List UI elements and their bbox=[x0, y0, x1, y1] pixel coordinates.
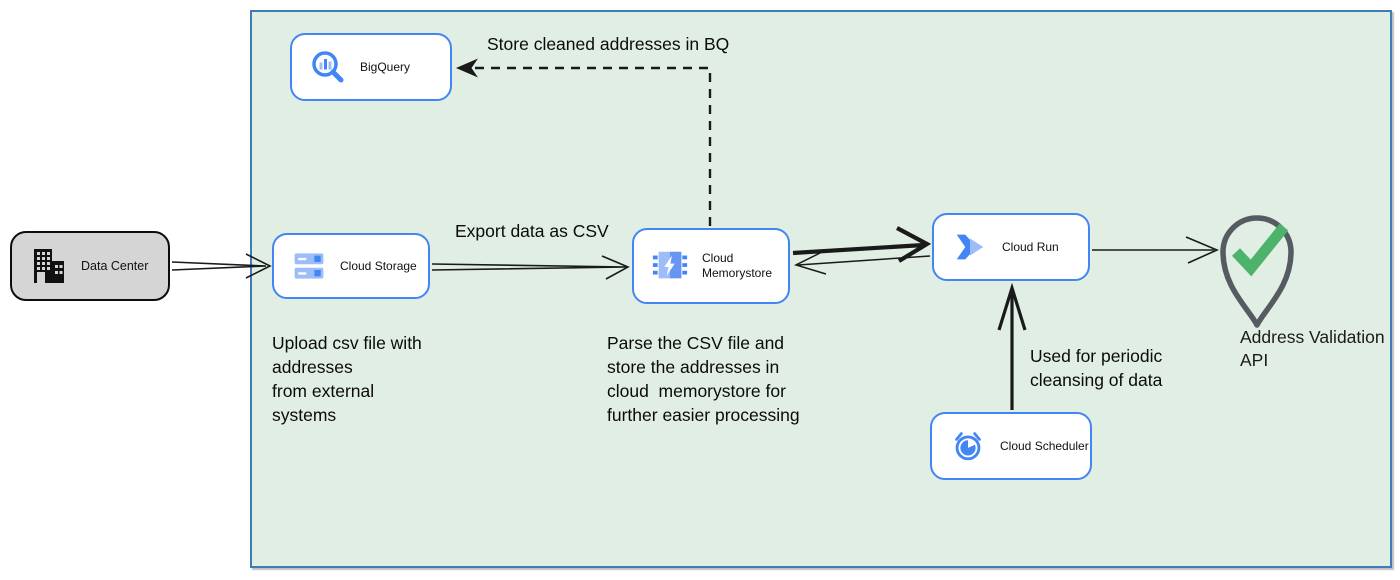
gcp-boundary-container[interactable] bbox=[250, 10, 1392, 568]
node-cloud-scheduler[interactable]: Cloud Scheduler bbox=[930, 412, 1092, 480]
node-cloud-memorystore[interactable]: Cloud Memorystore bbox=[632, 228, 790, 304]
node-cloud-storage[interactable]: Cloud Storage bbox=[272, 233, 430, 299]
node-label-cloud-scheduler: Cloud Scheduler bbox=[1000, 438, 1089, 453]
node-bigquery[interactable]: BigQuery bbox=[290, 33, 452, 101]
note-upload-csv: Upload csv file with addresses from exte… bbox=[272, 333, 422, 425]
edge-label-periodic-cleansing: Used for periodic cleansing of data bbox=[1030, 346, 1163, 390]
cloud-storage-buckets-icon bbox=[294, 253, 324, 279]
cloud-run-chevrons-icon bbox=[956, 234, 984, 260]
memorystore-chip-bolt-icon bbox=[652, 251, 688, 279]
note-parse-csv: Parse the CSV file and store the address… bbox=[607, 333, 800, 425]
building-icon bbox=[34, 249, 64, 283]
bigquery-magnifier-chart-icon bbox=[312, 51, 344, 83]
node-cloud-run[interactable]: Cloud Run bbox=[932, 213, 1090, 281]
node-label-bigquery: BigQuery bbox=[360, 59, 411, 74]
node-label-cloud-run: Cloud Run bbox=[1002, 239, 1059, 254]
location-pin-check-icon[interactable] bbox=[1220, 215, 1294, 328]
alarm-clock-icon bbox=[955, 432, 981, 461]
edge-label-store-bq: Store cleaned addresses in BQ bbox=[487, 34, 730, 54]
node-label-cloud-memorystore: Cloud Memorystore bbox=[702, 251, 773, 280]
node-data-center[interactable]: Data Center bbox=[10, 231, 170, 301]
node-label-data-center: Data Center bbox=[81, 259, 149, 273]
node-label-cloud-storage: Cloud Storage bbox=[340, 258, 417, 273]
edge-label-export-csv: Export data as CSV bbox=[455, 221, 609, 241]
node-label-address-validation-api: Address Validation API bbox=[1240, 327, 1385, 370]
